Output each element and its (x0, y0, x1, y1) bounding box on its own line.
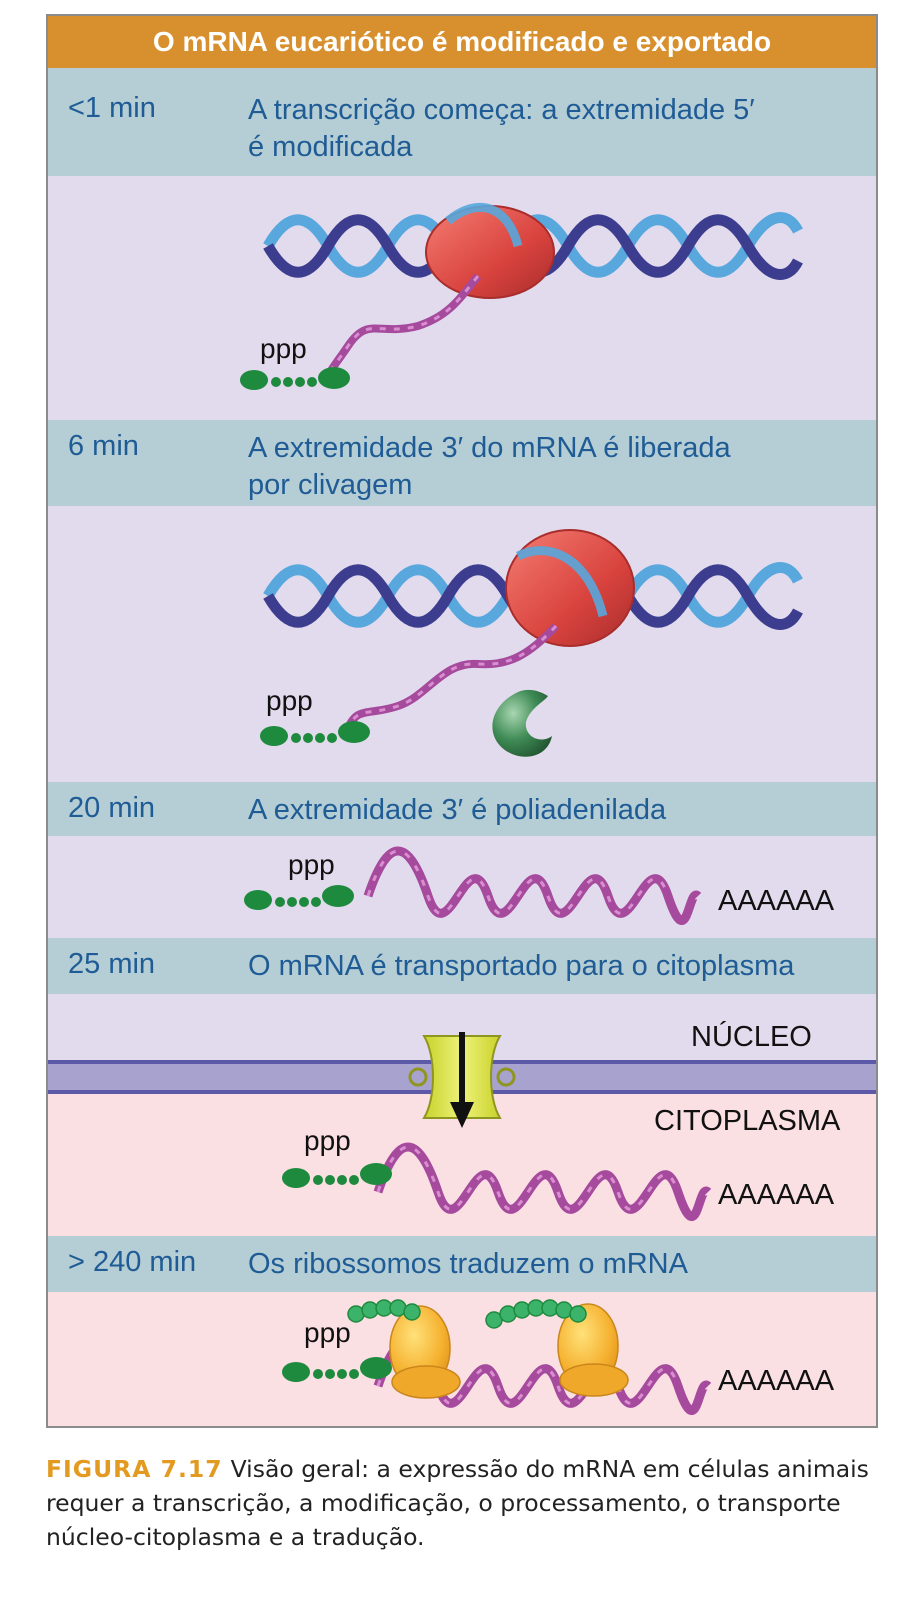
cap-label-1: ppp (260, 333, 307, 364)
step-illustration-5 (48, 1292, 876, 1426)
polya-label-3: AAAAAA (718, 885, 835, 917)
cap-label-5: ppp (304, 1317, 351, 1348)
figure-panel: O mRNA eucariótico é modificado e export… (46, 14, 878, 1428)
cleavage-enzyme (492, 689, 552, 757)
step-description-1-line1: A transcrição começa: a extremidade 5′ (248, 94, 755, 126)
step-description-4: O mRNA é transportado para o citoplasma (248, 948, 794, 985)
illustrations: ppp ppp ppp AAAAAA (48, 202, 876, 1416)
step-time-4: 25 min (68, 948, 156, 980)
cap-chain-5 (282, 1357, 392, 1382)
rna-polymerase-2 (505, 529, 635, 647)
cap-chain-4 (282, 1163, 392, 1188)
step-description-5: Os ribossomos traduzem o mRNA (248, 1246, 688, 1283)
cap-label-4: ppp (304, 1125, 351, 1156)
step-header-5: > 240 min Os ribossomos traduzem o mRNA (48, 1236, 876, 1292)
cytoplasm-label: CITOPLASMA (654, 1105, 841, 1137)
step-description-3: A extremidade 3′ é poliadenilada (248, 792, 666, 829)
step-description-1-line2: é modificada (248, 131, 413, 163)
step-description-2-line2: por clivagem (248, 469, 413, 501)
mrna-strand-3 (363, 846, 702, 926)
polypeptide-chain-1 (347, 1299, 421, 1323)
polya-label-5: AAAAAA (718, 1365, 835, 1397)
step-description-4-line1: O mRNA é transportado para o citoplasma (248, 950, 795, 982)
step-description-3-line1: A extremidade 3′ é poliadenilada (248, 794, 667, 826)
rna-polymerase-1 (425, 205, 555, 299)
cap-label-2: ppp (266, 685, 313, 716)
ribosome-2 (557, 1303, 629, 1397)
figure-label: FIGURA 7.17 (46, 1455, 223, 1483)
cap-label-3: ppp (288, 849, 335, 880)
step-time-2: 6 min (68, 430, 139, 462)
step-time-5: > 240 min (68, 1246, 197, 1278)
step-header-3: 20 min A extremidade 3′ é poliadenilada (48, 782, 876, 836)
step-header-2: 6 min A extremidade 3′ do mRNA é liberad… (48, 420, 876, 506)
polya-label-4: AAAAAA (718, 1179, 835, 1211)
polypeptide-chain-2 (485, 1299, 587, 1329)
step-time-3: 20 min (68, 792, 156, 824)
step-illustration-2 (48, 506, 876, 782)
step-description-2-line1: A extremidade 3′ do mRNA é liberada (248, 432, 731, 464)
caption-text: Visão geral: a expressão do mRNA em célu… (46, 1455, 869, 1551)
step-description-2: A extremidade 3′ do mRNA é liberada por … (248, 430, 731, 504)
step-header-4: 25 min O mRNA é transportado para o cito… (48, 938, 876, 994)
cap-chain-1 (240, 367, 350, 390)
cap-chain-3 (244, 885, 354, 910)
nucleus-label: NÚCLEO (691, 1020, 812, 1053)
step-header-1: <1 min A transcrição começa: a extremida… (48, 68, 876, 176)
step-description-1: A transcrição começa: a extremidade 5′ é… (248, 92, 755, 166)
export-arrow-icon (450, 1032, 474, 1128)
step-description-5-line1: Os ribossomos traduzem o mRNA (248, 1248, 688, 1280)
cap-chain-2 (260, 721, 370, 746)
figure-title: O mRNA eucariótico é modificado e export… (48, 16, 876, 68)
mrna-strand-4 (373, 1142, 712, 1222)
ribosome-1 (389, 1305, 461, 1399)
step-time-1: <1 min (68, 92, 156, 124)
